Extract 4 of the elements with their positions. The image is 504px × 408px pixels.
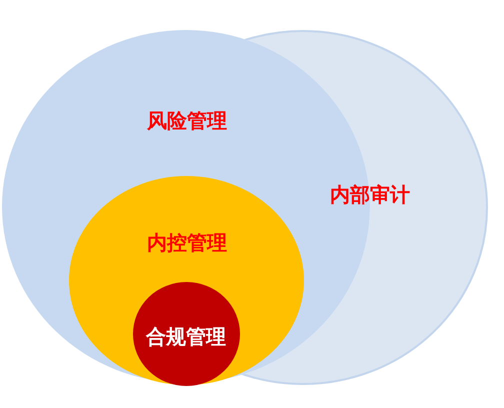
circle-label: 合规管理 [146,324,226,350]
circle-label: 内控管理 [147,230,227,256]
circle-label: 风险管理 [147,108,227,134]
circle-label: 内部审计 [330,182,410,208]
